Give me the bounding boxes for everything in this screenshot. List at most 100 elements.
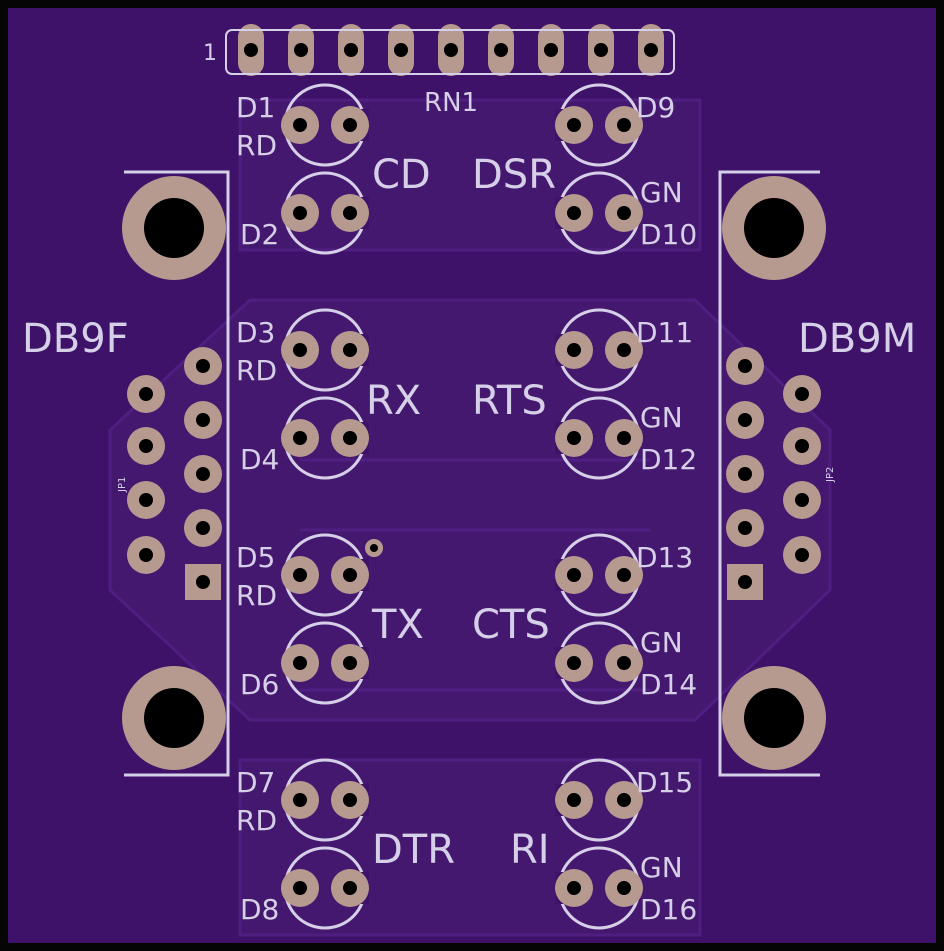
db9f-pin-row2-3-hole [196, 467, 210, 481]
led-left-2b-pad-b-hole [343, 431, 357, 445]
signal-label-dtr: DTR [372, 827, 455, 873]
led-right-3b-pad-b-hole [617, 656, 631, 670]
header-pin-9-hole [644, 43, 658, 57]
led-left-4b-pad-b-hole [343, 881, 357, 895]
led-left-3a-pad-a-hole [293, 568, 307, 582]
led-color-d5: RD [236, 579, 277, 612]
led-label-d5: D5 [236, 541, 275, 574]
header-ref-label: RN1 [424, 88, 478, 118]
db9f-pin-row1-1-hole [139, 387, 153, 401]
left-connector-ref: JP1 [117, 477, 128, 493]
led-right-2a-pad-a-hole [567, 343, 581, 357]
signal-label-cts: CTS [472, 602, 550, 648]
db9f-pin-row1-2-hole [139, 439, 153, 453]
db9f-pin-1-hole [196, 575, 210, 589]
header-pin1-label: 1 [203, 41, 217, 66]
db9f-pin-row1-3-hole [139, 493, 153, 507]
led-right-2b-pad-a-hole [567, 431, 581, 445]
led-left-1a-pad-b-hole [343, 118, 357, 132]
led-right-1a-pad-b-hole [617, 118, 631, 132]
led-right-2a-pad-b-hole [617, 343, 631, 357]
led-label-d1: D1 [236, 91, 275, 124]
db9f-mount-bottom-hole [144, 688, 204, 748]
header-pin-3-hole [344, 43, 358, 57]
led-label-d2: D2 [240, 218, 279, 251]
led-left-1a-pad-a-hole [293, 118, 307, 132]
led-right-1b-pad-b-hole [617, 206, 631, 220]
led-right-3a-pad-b-hole [617, 568, 631, 582]
led-left-4b-pad-a-hole [293, 881, 307, 895]
signal-label-rx: RX [366, 378, 421, 424]
led-label-d7: D7 [236, 766, 275, 799]
header-pin-2-hole [294, 43, 308, 57]
signal-label-cd: CD [372, 152, 431, 198]
pads-layer [122, 24, 826, 907]
db9m-pin-row2-4-hole [795, 548, 809, 562]
led-color-d10: GN [640, 176, 683, 209]
led-color-d3: RD [236, 354, 277, 387]
header-pin-6-hole [494, 43, 508, 57]
led-label-d13: D13 [636, 541, 693, 574]
db9m-pin-row1-4-hole [738, 521, 752, 535]
right-connector-ref: JP2 [825, 467, 836, 483]
signal-label-dsr: DSR [472, 152, 556, 198]
db9f-mount-top-hole [144, 198, 204, 258]
db9m-mount-bottom-hole [744, 688, 804, 748]
led-right-4a-pad-a-hole [567, 793, 581, 807]
db9m-pin-1-hole [738, 575, 752, 589]
led-right-3a-pad-a-hole [567, 568, 581, 582]
led-right-1a-pad-a-hole [567, 118, 581, 132]
led-label-d11: D11 [636, 316, 693, 349]
led-right-4b-pad-b-hole [617, 881, 631, 895]
led-color-d14: GN [640, 626, 683, 659]
led-label-d12: D12 [640, 443, 697, 476]
led-label-d4: D4 [240, 443, 279, 476]
led-left-2a-pad-a-hole [293, 343, 307, 357]
led-color-d12: GN [640, 401, 683, 434]
db9f-pin-row2-2-hole [196, 413, 210, 427]
led-right-2b-pad-b-hole [617, 431, 631, 445]
led-color-d7: RD [236, 804, 277, 837]
led-label-d9: D9 [636, 91, 675, 124]
led-left-2a-pad-b-hole [343, 343, 357, 357]
db9f-pin-row2-4-hole [196, 521, 210, 535]
header-pin-7-hole [544, 43, 558, 57]
led-left-4a-pad-b-hole [343, 793, 357, 807]
db9f-pin-row1-4-hole [139, 548, 153, 562]
db9m-pin-row1-3-hole [738, 467, 752, 481]
signal-label-tx: TX [371, 602, 424, 648]
led-right-4b-pad-a-hole [567, 881, 581, 895]
db9m-pin-row1-1-hole [738, 359, 752, 373]
right-connector-label: DB9M [798, 316, 916, 362]
led-label-d10: D10 [640, 218, 697, 251]
db9m-body-outline [718, 170, 820, 777]
led-left-1b-pad-a-hole [293, 206, 307, 220]
led-left-3b-pad-a-hole [293, 656, 307, 670]
left-connector-label: DB9F [22, 316, 129, 362]
led-label-d15: D15 [636, 766, 693, 799]
via-hole [370, 544, 378, 552]
db9m-pin-row1-2-hole [738, 413, 752, 427]
led-label-d3: D3 [236, 316, 275, 349]
db9f-pin-row2-1-hole [196, 359, 210, 373]
led-label-d6: D6 [240, 668, 279, 701]
header-pin-8-hole [594, 43, 608, 57]
led-color-d1: RD [236, 129, 277, 162]
led-left-2b-pad-a-hole [293, 431, 307, 445]
led-left-1b-pad-b-hole [343, 206, 357, 220]
db9m-pin-row2-2-hole [795, 439, 809, 453]
led-color-d16: GN [640, 851, 683, 884]
led-label-d16: D16 [640, 893, 697, 926]
led-left-4a-pad-a-hole [293, 793, 307, 807]
db9m-pin-row2-3-hole [795, 493, 809, 507]
led-left-3a-pad-b-hole [343, 568, 357, 582]
header-pin-4-hole [394, 43, 408, 57]
led-label-d8: D8 [240, 893, 279, 926]
led-label-d14: D14 [640, 668, 697, 701]
db9f-body-outline [124, 170, 230, 777]
led-right-4a-pad-b-hole [617, 793, 631, 807]
header-outline [225, 29, 675, 75]
db9m-pin-row2-1-hole [795, 387, 809, 401]
led-right-1b-pad-a-hole [567, 206, 581, 220]
